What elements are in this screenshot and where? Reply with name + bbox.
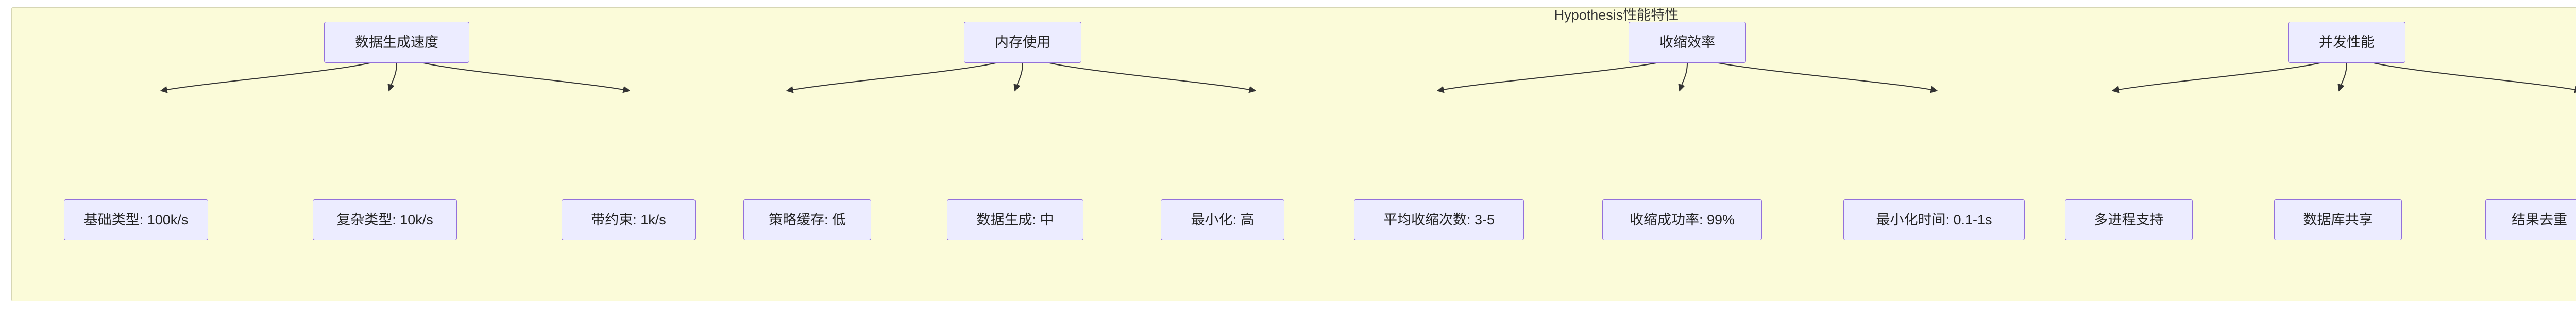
node-root-3[interactable]: 并发性能: [2288, 22, 2405, 63]
node-label: 数据库共享: [2303, 212, 2373, 228]
node-root-0[interactable]: 数据生成速度: [324, 22, 469, 63]
node-label: 多进程支持: [2094, 212, 2164, 228]
node-label: 基础类型: 100k/s: [83, 212, 189, 228]
diagram-title: Hypothesis性能特性: [1554, 7, 1679, 23]
node-label: 数据生成速度: [355, 34, 438, 50]
node-child-1-1[interactable]: 数据生成: 中: [947, 199, 1083, 240]
node-label: 带约束: 1k/s: [591, 212, 666, 228]
node-child-0-2[interactable]: 带约束: 1k/s: [562, 199, 696, 240]
node-child-3-0[interactable]: 多进程支持: [2065, 199, 2193, 240]
node-child-1-2[interactable]: 最小化: 高: [1161, 199, 1284, 240]
node-label: 收缩成功率: 99%: [1629, 212, 1735, 228]
node-label: 并发性能: [2319, 34, 2375, 50]
node-label: 最小化: 高: [1191, 212, 1255, 228]
node-label: 内存使用: [995, 34, 1050, 50]
node-root-1[interactable]: 内存使用: [964, 22, 1081, 63]
node-label: 策略缓存: 低: [768, 212, 846, 228]
node-child-0-0[interactable]: 基础类型: 100k/s: [64, 199, 208, 240]
node-child-2-0[interactable]: 平均收缩次数: 3-5: [1354, 199, 1524, 240]
node-child-2-1[interactable]: 收缩成功率: 99%: [1602, 199, 1762, 240]
node-root-2[interactable]: 收缩效率: [1629, 22, 1746, 63]
node-label: 收缩效率: [1659, 34, 1715, 50]
node-label: 平均收缩次数: 3-5: [1383, 212, 1495, 228]
node-child-2-2[interactable]: 最小化时间: 0.1-1s: [1843, 199, 2025, 240]
node-child-3-1[interactable]: 数据库共享: [2274, 199, 2402, 240]
node-label: 复杂类型: 10k/s: [336, 212, 433, 228]
node-child-3-2[interactable]: 结果去重: [2485, 199, 2576, 240]
node-label: 结果去重: [2512, 212, 2567, 228]
node-child-1-0[interactable]: 策略缓存: 低: [743, 199, 871, 240]
node-label: 最小化时间: 0.1-1s: [1876, 212, 1992, 228]
node-child-0-1[interactable]: 复杂类型: 10k/s: [313, 199, 457, 240]
node-label: 数据生成: 中: [976, 212, 1054, 228]
